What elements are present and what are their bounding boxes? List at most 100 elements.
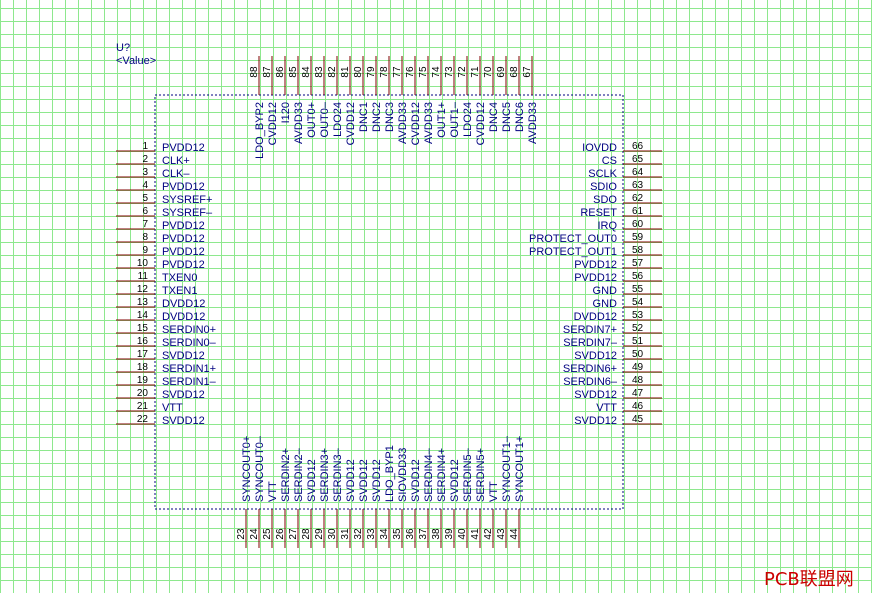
pin-number: 11 — [138, 271, 149, 282]
pin-name: SERDIN1+ — [162, 363, 216, 375]
component-value[interactable]: <Value> — [116, 55, 156, 67]
component-ref[interactable]: U? — [116, 42, 130, 54]
pin-number: 4 — [142, 180, 148, 191]
pin-name: CVDD12 — [475, 102, 487, 145]
pin-name: PVDD12 — [574, 272, 617, 284]
pin-number: 41 — [470, 528, 481, 540]
pin-number: 74 — [431, 66, 442, 78]
pin-number: 60 — [632, 219, 644, 230]
pin-name: OUT0– — [319, 101, 331, 137]
pin-name: SVDD12 — [345, 459, 357, 502]
